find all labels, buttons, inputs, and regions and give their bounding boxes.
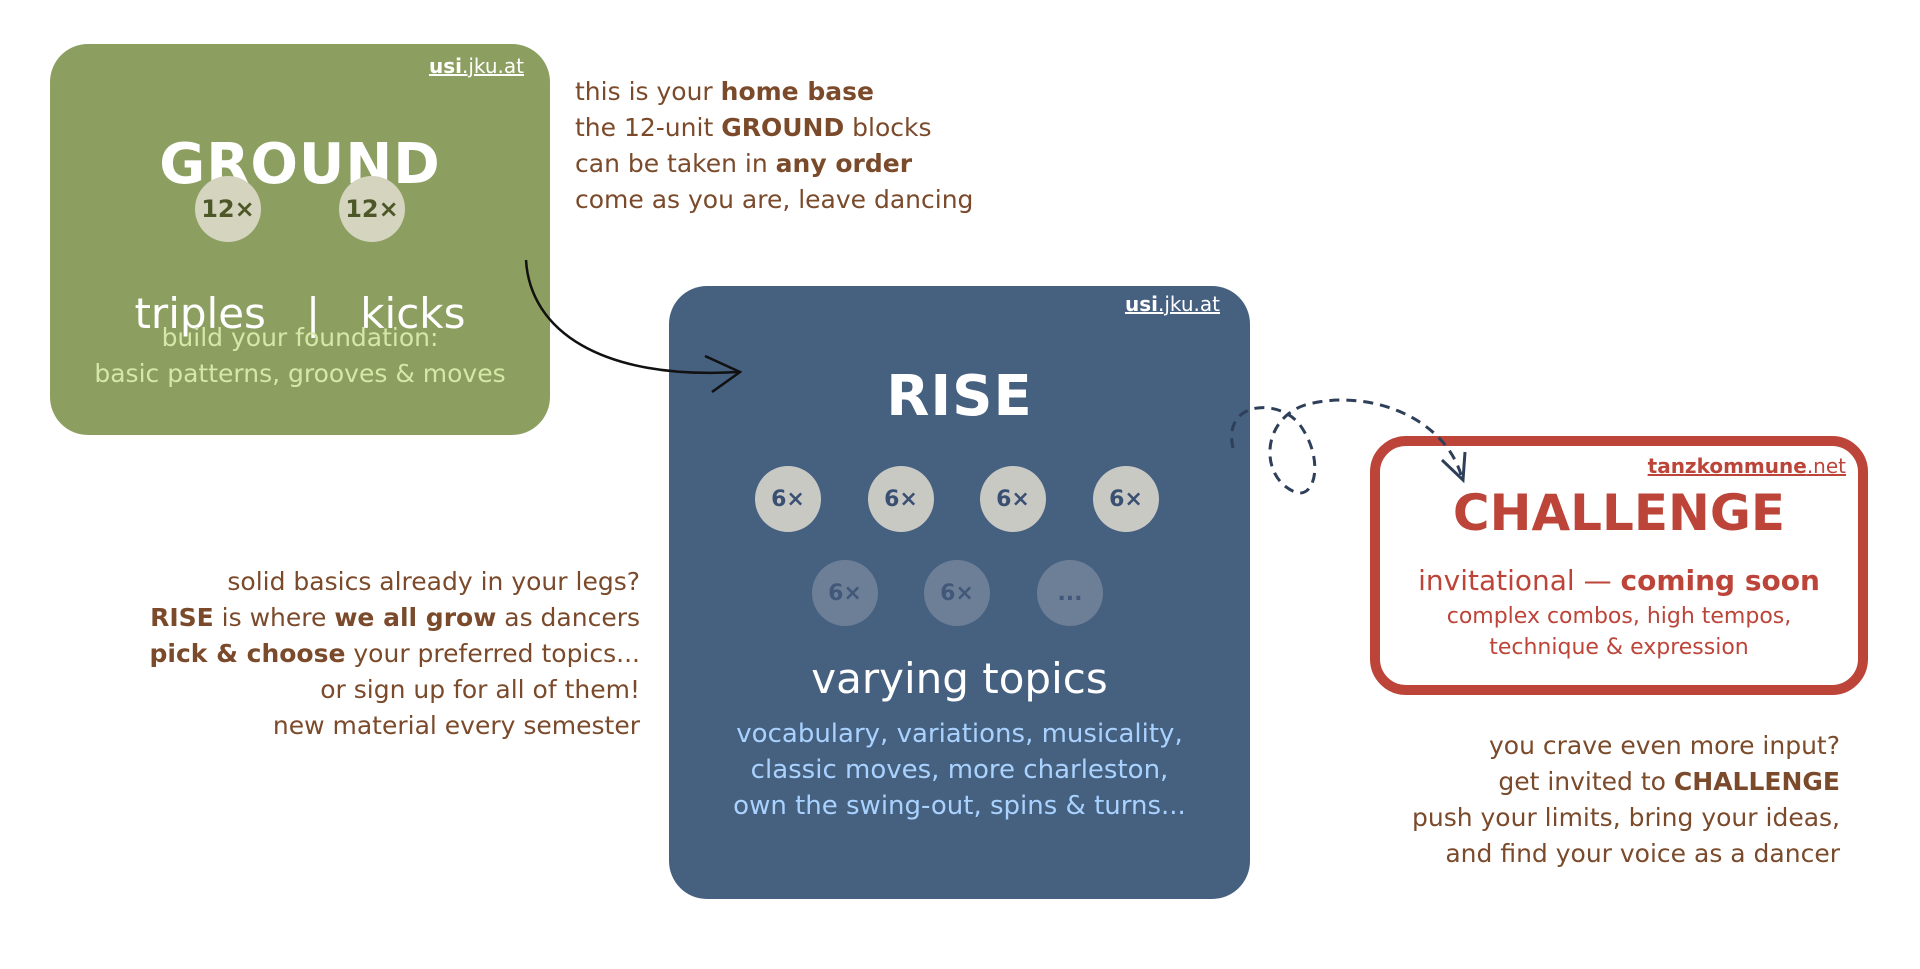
challenge-desc-line: technique & expression: [1489, 635, 1749, 660]
rise-topics-line: own the swing-out, spins & turns...: [733, 791, 1186, 821]
note-line: pick & choose your preferred topics...: [149, 639, 641, 668]
rise-badge: 6×: [980, 466, 1046, 532]
note-line: or sign up for all of them!: [320, 675, 640, 704]
note-line: the 12-unit GROUND blocks: [575, 113, 932, 142]
challenge-note: you crave even more input? get invited t…: [1340, 728, 1840, 872]
challenge-description: complex combos, high tempos, technique &…: [1380, 601, 1858, 663]
challenge-card: tanzkommune.net CHALLENGE invitational —…: [1370, 436, 1868, 695]
track-kicks: kicks: [360, 289, 466, 338]
note-line: can be taken in any order: [575, 149, 913, 178]
ground-source-link[interactable]: usi.jku.at: [428, 54, 524, 78]
track-separator: |: [306, 289, 321, 338]
track-triples: triples: [134, 289, 266, 338]
note-line: and find your voice as a dancer: [1445, 839, 1840, 868]
ground-badge-kicks: 12×: [339, 176, 405, 242]
note-line: get invited to CHALLENGE: [1498, 767, 1840, 796]
rise-badge: 6×: [755, 466, 821, 532]
note-line: this is your home base: [575, 77, 874, 106]
ground-note: this is your home base the 12-unit GROUN…: [575, 74, 973, 218]
rise-topics-list: vocabulary, variations, musicality, clas…: [669, 716, 1250, 824]
note-line: new material every semester: [272, 711, 640, 740]
rise-topics-line: vocabulary, variations, musicality,: [736, 719, 1183, 749]
ground-subtitle-line: basic patterns, grooves & moves: [94, 359, 506, 388]
ground-subtitle: build your foundation: basic patterns, g…: [50, 320, 550, 392]
challenge-title: CHALLENGE: [1452, 484, 1786, 542]
ground-tracks: triples | kicks: [50, 289, 550, 338]
rise-badge: 6×: [1093, 466, 1159, 532]
ground-badge-triples: 12×: [195, 176, 261, 242]
ground-title: GROUND: [159, 132, 441, 197]
note-line: RISE is where we all grow as dancers: [150, 603, 640, 632]
challenge-invite: invitational — coming soon: [1418, 564, 1820, 597]
rise-title: RISE: [886, 364, 1033, 429]
note-line: you crave even more input?: [1489, 731, 1840, 760]
rise-badge-faded: 6×: [924, 560, 990, 626]
rise-badge-faded: 6×: [812, 560, 878, 626]
rise-note: solid basics already in your legs? RISE …: [90, 564, 641, 744]
challenge-desc-line: complex combos, high tempos,: [1446, 604, 1792, 629]
rise-source-link[interactable]: usi.jku.at: [1124, 292, 1220, 316]
rise-topics-line: classic moves, more charleston,: [750, 755, 1169, 785]
note-line: solid basics already in your legs?: [227, 567, 640, 596]
note-line: come as you are, leave dancing: [575, 185, 974, 214]
rise-badge-more: ...: [1037, 560, 1103, 626]
ground-card: usi.jku.at GROUND 12× 12× triples | kick…: [50, 44, 550, 435]
ground-subtitle-line: build your foundation:: [161, 323, 439, 352]
challenge-source-link[interactable]: tanzkommune.net: [1647, 454, 1846, 478]
note-line: push your limits, bring your ideas,: [1411, 803, 1840, 832]
rise-badge: 6×: [868, 466, 934, 532]
rise-topics-heading: varying topics: [811, 654, 1108, 703]
rise-card: usi.jku.at RISE 6× 6× 6× 6× 6× 6× ... va…: [669, 286, 1250, 899]
